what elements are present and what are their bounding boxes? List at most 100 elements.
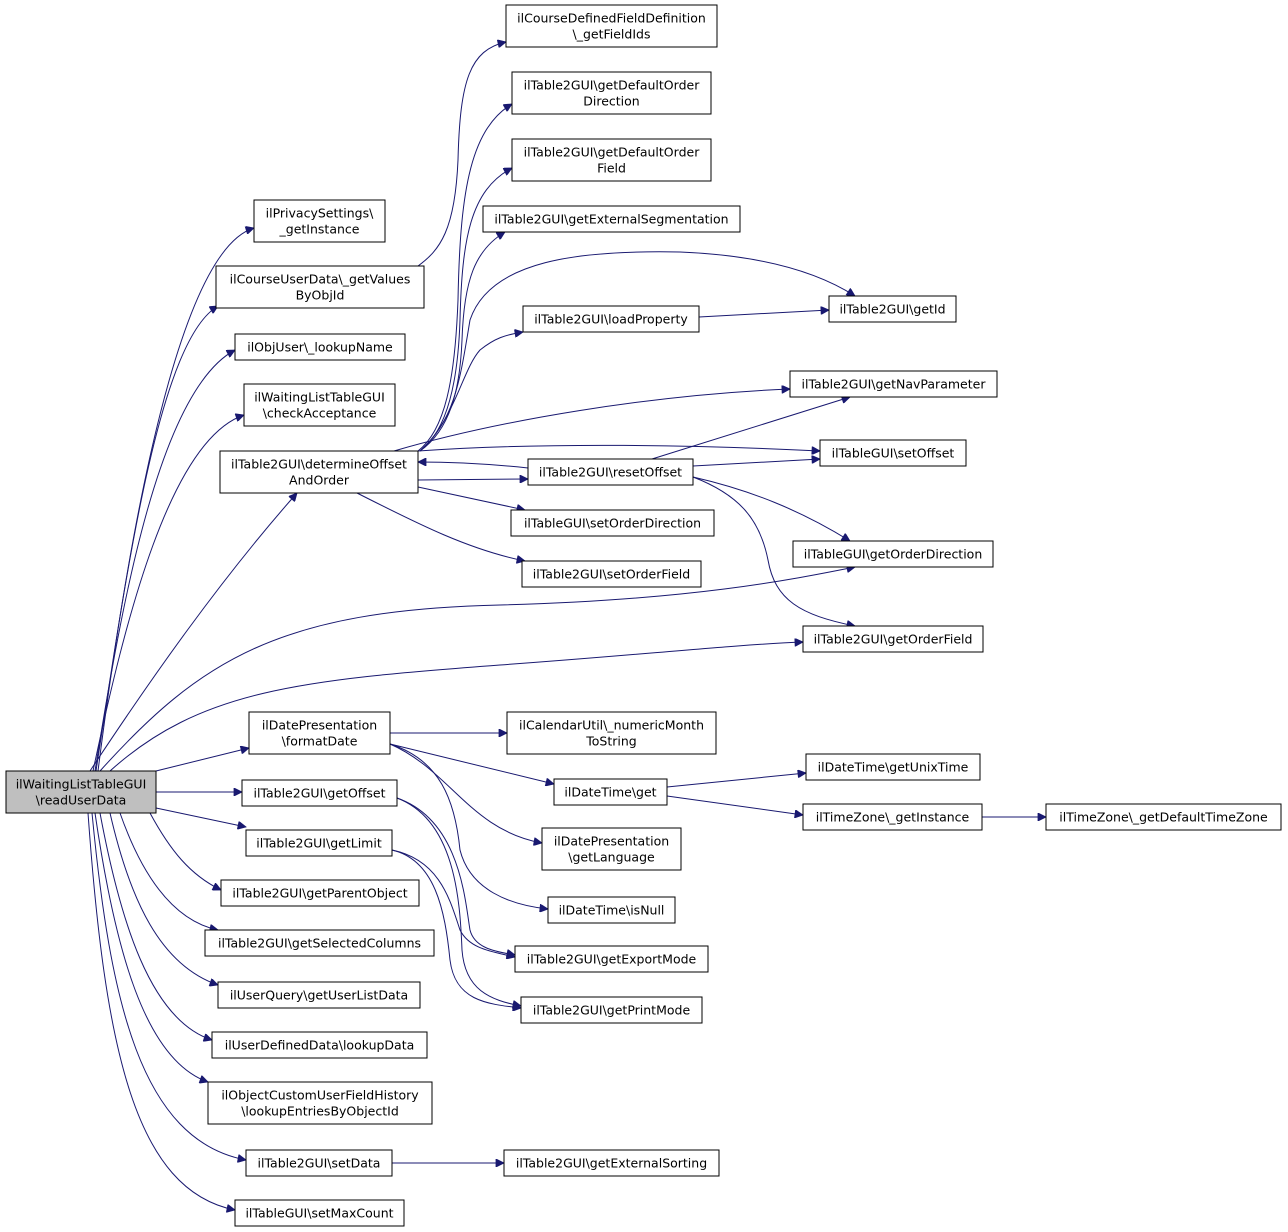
- node-label: ilTable2GUI\getOrderField: [814, 632, 973, 647]
- node-box: [207, 1081, 433, 1125]
- edge-getlimit-to-printmode: [391, 849, 521, 1008]
- node-box: [241, 779, 398, 807]
- node-box: [802, 625, 984, 653]
- node-label: ilUserQuery\getUserListData: [230, 988, 408, 1003]
- node-label: ilTableGUI\setOffset: [832, 446, 955, 461]
- node-label: \_getFieldIds: [573, 27, 651, 42]
- node-printmode[interactable]: ilTable2GUI\getPrintMode: [520, 996, 703, 1024]
- node-datepres[interactable]: ilDatePresentation\formatDate: [248, 711, 391, 755]
- edge-determine-to-defdir: [417, 104, 512, 452]
- node-getorddir[interactable]: ilTableGUI\getOrderDirection: [792, 540, 994, 568]
- node-setmax[interactable]: ilTableGUI\setMaxCount: [234, 1199, 405, 1227]
- node-box: [547, 896, 676, 924]
- node-box: [510, 509, 715, 537]
- edge-resetoff-to-setoffset: [692, 459, 820, 467]
- node-getordfield[interactable]: ilTable2GUI\getOrderField: [802, 625, 984, 653]
- node-tzdefault[interactable]: ilTimeZone\_getDefaultTimeZone: [1045, 803, 1282, 831]
- node-label: ilTable2GUI\getNavParameter: [802, 377, 987, 392]
- node-box: [527, 458, 694, 486]
- node-label: ilDatePresentation: [262, 718, 377, 733]
- node-box: [514, 945, 709, 973]
- node-checkacc[interactable]: ilWaitingListTableGUI\checkAcceptance: [243, 383, 396, 427]
- node-label: ilTable2GUI\getExportMode: [527, 952, 697, 967]
- node-box: [506, 711, 717, 755]
- node-label: ByObjId: [296, 288, 345, 303]
- node-unixtime[interactable]: ilDateTime\getUnixTime: [805, 753, 981, 781]
- node-label: ilTable2GUI\getExternalSorting: [516, 1156, 707, 1171]
- node-label: ilTimeZone\_getDefaultTimeZone: [1059, 810, 1268, 825]
- node-box: [805, 753, 981, 781]
- node-label: ilTable2GUI\setOrderField: [533, 567, 690, 582]
- node-box: [819, 439, 967, 467]
- node-setordfield[interactable]: ilTable2GUI\setOrderField: [521, 560, 702, 588]
- node-box: [245, 1149, 393, 1177]
- edge-determine-to-getid: [419, 251, 855, 452]
- node-isnull[interactable]: ilDateTime\isNull: [547, 896, 676, 924]
- node-box: [503, 1149, 720, 1177]
- node-label: \readUserData: [36, 793, 127, 808]
- edge-datepres-to-getlang: [389, 743, 542, 843]
- node-label: \getLanguage: [568, 850, 655, 865]
- node-dtget[interactable]: ilDateTime\get: [553, 778, 668, 806]
- node-setoffset[interactable]: ilTableGUI\setOffset: [819, 439, 967, 467]
- edge-getoffset-to-printmode: [396, 797, 521, 1006]
- edge-courseuser-to-cdf: [417, 42, 506, 267]
- node-tzinst[interactable]: ilTimeZone\_getInstance: [802, 803, 983, 831]
- node-setdata[interactable]: ilTable2GUI\setData: [245, 1149, 393, 1177]
- node-privacy[interactable]: ilPrivacySettings\_getInstance: [253, 199, 386, 243]
- edge-determine-to-setoffset: [417, 444, 820, 451]
- edge-root-to-userquery: [109, 812, 218, 985]
- node-navparam[interactable]: ilTable2GUI\getNavParameter: [789, 370, 998, 398]
- node-box: [234, 333, 406, 361]
- node-box: [789, 370, 998, 398]
- node-label: ilTimeZone\_getInstance: [816, 810, 970, 825]
- node-custhist[interactable]: ilObjectCustomUserFieldHistory\lookupEnt…: [207, 1081, 433, 1125]
- node-box: [215, 265, 425, 309]
- edge-root-to-lookupname: [94, 349, 235, 772]
- edge-getoffset-to-exportmode: [396, 797, 515, 955]
- node-exportmode[interactable]: ilTable2GUI\getExportMode: [514, 945, 709, 973]
- node-label: ilTable2GUI\getLimit: [256, 836, 382, 851]
- node-setorddir[interactable]: ilTableGUI\setOrderDirection: [510, 509, 715, 537]
- node-box: [802, 803, 983, 831]
- node-box: [792, 540, 994, 568]
- node-getselcols[interactable]: ilTable2GUI\getSelectedColumns: [204, 929, 435, 957]
- node-cdf[interactable]: ilCourseDefinedFieldDefinition\_getField…: [505, 4, 718, 48]
- node-userdef[interactable]: ilUserDefinedData\lookupData: [211, 1031, 428, 1059]
- node-label: ilDateTime\getUnixTime: [818, 760, 969, 775]
- edge-root-to-getordfield: [109, 642, 803, 772]
- node-label: ilPrivacySettings\: [266, 206, 374, 221]
- node-label: \checkAcceptance: [263, 406, 377, 421]
- node-getlimit[interactable]: ilTable2GUI\getLimit: [245, 829, 393, 857]
- edge-root-to-userdef: [99, 812, 212, 1040]
- node-getid[interactable]: ilTable2GUI\getId: [828, 295, 957, 323]
- node-label: ilDateTime\isNull: [559, 903, 665, 918]
- node-userquery[interactable]: ilUserQuery\getUserListData: [217, 981, 421, 1009]
- node-getlang[interactable]: ilDatePresentation\getLanguage: [541, 827, 682, 871]
- node-resetoff[interactable]: ilTable2GUI\resetOffset: [527, 458, 694, 486]
- node-getoffset[interactable]: ilTable2GUI\getOffset: [241, 779, 398, 807]
- edge-root-to-checkacc: [92, 415, 244, 772]
- edge-resetoff-to-determine: [418, 462, 529, 469]
- node-getparent[interactable]: ilTable2GUI\getParentObject: [220, 879, 420, 907]
- node-loadprop[interactable]: ilTable2GUI\loadProperty: [522, 305, 700, 333]
- node-root[interactable]: ilWaitingListTableGUI\readUserData: [5, 770, 157, 814]
- node-box: [245, 829, 393, 857]
- node-box: [511, 138, 712, 182]
- node-label: ilTable2GUI\getParentObject: [232, 886, 407, 901]
- node-label: ilWaitingListTableGUI: [254, 390, 385, 405]
- node-box: [234, 1199, 405, 1227]
- node-box: [253, 199, 386, 243]
- edge-root-to-getparent: [149, 812, 221, 890]
- node-box: [505, 4, 718, 48]
- node-extsort[interactable]: ilTable2GUI\getExternalSorting: [503, 1149, 720, 1177]
- node-extseg[interactable]: ilTable2GUI\getExternalSegmentation: [482, 205, 741, 233]
- node-label: ilTableGUI\getOrderDirection: [804, 547, 983, 562]
- node-lookupname[interactable]: ilObjUser\_lookupName: [234, 333, 406, 361]
